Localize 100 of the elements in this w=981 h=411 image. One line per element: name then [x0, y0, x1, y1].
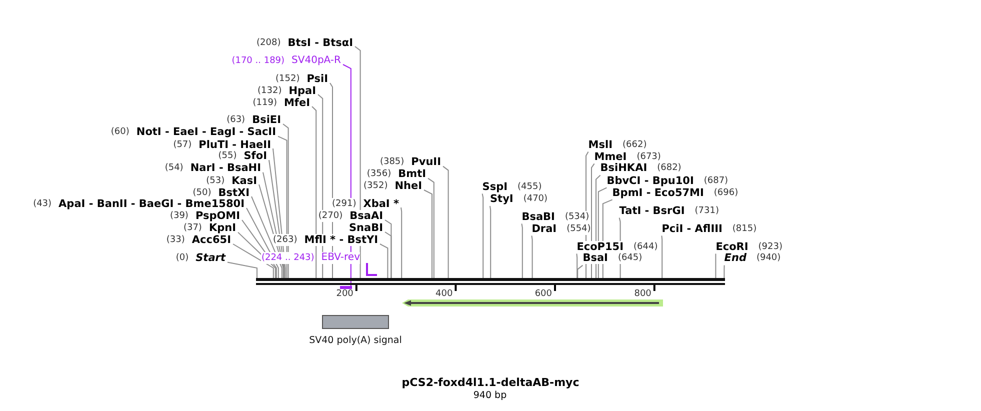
position-number: (470) — [523, 193, 548, 205]
position-number: (63) — [226, 114, 246, 126]
position-number: (263) — [273, 234, 298, 246]
feature-label: SV40 poly(A) signal — [309, 335, 402, 347]
leader-line — [227, 262, 258, 278]
enzyme-name: PspOMI — [195, 210, 240, 222]
leader-line — [312, 106, 317, 278]
leader-line — [521, 223, 523, 278]
position-number: (152) — [276, 73, 300, 85]
position-number: (132) — [258, 84, 282, 96]
enzyme-name: NarI - BsaHI — [190, 162, 261, 174]
primer-name: SV40pA-R — [292, 54, 341, 66]
leader-line — [232, 244, 274, 278]
position-number: (53) — [206, 174, 225, 186]
leader-line — [442, 166, 449, 278]
leader-line — [282, 124, 289, 278]
enzyme-name: PluTI - HaeII — [198, 138, 271, 150]
sequence-length: 940 bp — [473, 390, 507, 402]
enzyme-name: BstXI — [218, 186, 250, 198]
position-number: (352) — [364, 180, 388, 192]
enzyme-name: BsaAI — [350, 210, 383, 222]
leader-line — [400, 207, 402, 278]
primer-name: EBV-rev — [321, 252, 360, 264]
position-number: (644) — [634, 240, 658, 253]
position-number: (696) — [714, 186, 738, 199]
position-number: (39) — [170, 210, 188, 222]
feature-band — [402, 299, 663, 307]
enzyme-name: DraI — [532, 222, 557, 235]
sequence-backbone — [256, 278, 725, 285]
enzyme-name: Acc65I — [192, 234, 231, 246]
enzyme-name: MflI * - BstYI — [304, 234, 378, 246]
position-number: (673) — [636, 150, 661, 163]
enzyme-name: SspI — [482, 180, 508, 193]
map-end-label: End — [724, 252, 746, 264]
primer-mark — [340, 286, 352, 288]
enzyme-name: NotI - EaeI - EagI - SacII — [136, 126, 276, 138]
scale-label: 200 — [336, 289, 354, 299]
position-number: (731) — [694, 204, 719, 217]
enzyme-name: TatI - BsrGI — [619, 204, 685, 217]
leader-line — [384, 232, 392, 278]
enzyme-name: MfeI — [284, 96, 310, 108]
enzyme-name: BbvCI - Bpu10I — [606, 174, 694, 187]
position-number: (356) — [366, 168, 392, 180]
enzyme-name: PciI - AflIII — [662, 222, 722, 235]
position-number: (50) — [192, 186, 212, 198]
enzyme-name: PsiI — [306, 73, 328, 85]
enzyme-name: BsiHKAI — [600, 162, 648, 174]
enzyme-name: HpaI — [288, 84, 316, 96]
enzyme-name: BsaI — [582, 252, 608, 264]
leader-line — [531, 235, 533, 278]
position-number: (208) — [256, 36, 281, 48]
leader-line — [661, 235, 663, 278]
enzyme-name: PvuII — [411, 156, 441, 168]
position-number: (682) — [657, 162, 682, 174]
scale-label: 800 — [634, 289, 652, 299]
leader-line — [577, 264, 584, 278]
leader-line — [380, 244, 388, 278]
enzyme-name: BsiEI — [252, 114, 281, 126]
scale-label: 600 — [534, 289, 552, 299]
enzyme-name: EcoP15I — [576, 240, 624, 253]
enzyme-name: EcoRI — [716, 240, 748, 253]
leader-line — [576, 253, 578, 278]
position-number: (0) — [176, 252, 189, 264]
enzyme-name: MmeI — [594, 150, 627, 163]
position-number: (940) — [756, 252, 781, 264]
leader-line — [482, 193, 484, 278]
leader-line — [428, 178, 434, 278]
enzyme-name: StyI — [490, 193, 514, 205]
position-number: (55) — [218, 150, 237, 162]
position-number: (33) — [166, 234, 185, 246]
enzyme-name: NheI — [394, 180, 422, 192]
position-number: (224 .. 243) — [261, 252, 314, 264]
enzyme-name: XbaI * — [363, 198, 399, 210]
position-number: (687) — [704, 174, 728, 187]
enzyme-name: BpmI - Eco57MI — [612, 186, 704, 199]
enzyme-name: BsaBI — [522, 210, 555, 223]
position-number: (54) — [164, 162, 184, 174]
position-number: (57) — [173, 138, 192, 150]
position-number: (43) — [33, 198, 52, 210]
position-number: (385) — [380, 156, 404, 168]
enzyme-name: SnaBI — [348, 222, 383, 234]
position-number: (170 .. 189) — [232, 54, 285, 66]
position-number: (60) — [110, 126, 130, 138]
position-number: (270) — [318, 210, 343, 222]
position-number: (534) — [564, 210, 590, 223]
primer-mark — [366, 263, 377, 276]
enzyme-name: MslI — [588, 138, 613, 151]
position-number: (291) — [332, 198, 356, 210]
position-number: (662) — [622, 138, 647, 151]
enzyme-name: ApaI - BanII - BaeGI - Bme1580I — [58, 198, 244, 210]
leader-line — [424, 190, 432, 278]
position-number: (554) — [566, 222, 591, 235]
map-title: pCS2-foxd4l1.1-deltaAB-myc — [402, 376, 580, 389]
enzyme-name: SfoI — [244, 150, 267, 162]
leader-line — [715, 253, 716, 278]
map-end-label: Start — [196, 252, 226, 264]
position-number: (815) — [732, 222, 757, 235]
leader-line — [490, 206, 492, 278]
leader-line — [724, 264, 725, 278]
enzyme-name: KasI — [232, 174, 257, 186]
